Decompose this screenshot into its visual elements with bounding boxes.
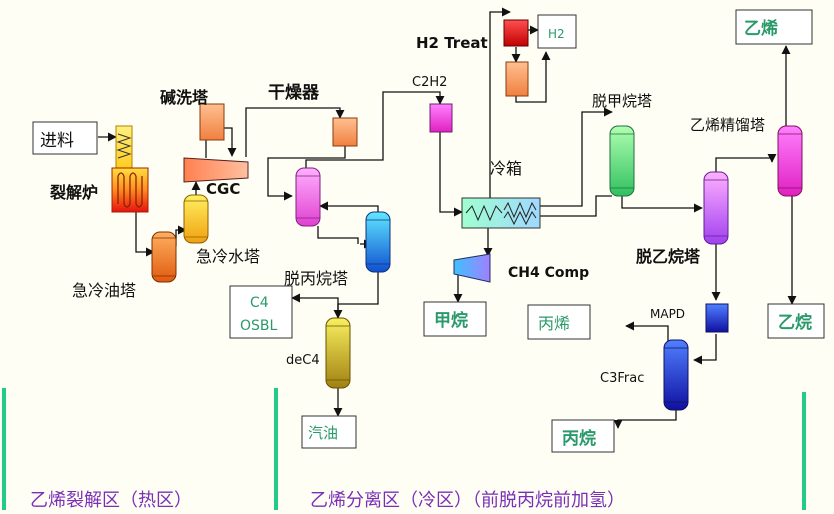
cracking-furnace-label: 裂解炉 bbox=[49, 183, 98, 202]
caustic-tower-label: 碱洗塔 bbox=[160, 88, 209, 107]
dec4-label: deC4 bbox=[286, 353, 320, 368]
methane-box bbox=[423, 301, 487, 337]
c3-frac-tower bbox=[663, 339, 689, 411]
cgc-compressor bbox=[183, 157, 249, 183]
methane-label: 甲烷 bbox=[434, 310, 468, 331]
depropanizer-tower-2 bbox=[365, 211, 391, 273]
quench-oil-tower-label: 急冷油塔 bbox=[72, 281, 136, 300]
c4-osbl-line2: OSBL bbox=[240, 318, 278, 334]
gasoline-box bbox=[301, 415, 357, 449]
quench-water-tower bbox=[183, 194, 209, 244]
ethylene-fractionator-tower bbox=[777, 125, 803, 197]
c2h2-reactor bbox=[429, 103, 453, 133]
propylene-box bbox=[527, 304, 591, 340]
mapd-label: MAPD bbox=[650, 307, 685, 321]
c3frac-label: C3Frac bbox=[600, 371, 644, 386]
ethane-box bbox=[767, 303, 825, 339]
feed-box bbox=[32, 121, 98, 155]
propane-label: 丙烷 bbox=[562, 428, 596, 449]
demethanizer-tower bbox=[609, 125, 635, 197]
ethylene-fractionator-label: 乙烯精馏塔 bbox=[690, 116, 765, 134]
c2h2-label: C2H2 bbox=[412, 75, 447, 90]
ch4-comp-label: CH4 Comp bbox=[508, 265, 589, 281]
h2-treat-vessel-1 bbox=[503, 19, 529, 47]
depropanizer-label: 脱丙烷塔 bbox=[284, 269, 348, 288]
depropanizer-tower-1 bbox=[295, 167, 321, 227]
c4-osbl-line1: C4 bbox=[250, 295, 269, 311]
cold-box-label: 冷箱 bbox=[490, 159, 522, 178]
ethylene-label: 乙烯 bbox=[744, 18, 778, 39]
gasoline-label: 汽油 bbox=[308, 424, 338, 442]
deethanizer-label: 脱乙烷塔 bbox=[636, 247, 701, 266]
dryer-label: 干燥器 bbox=[268, 83, 320, 103]
h2-label: H2 bbox=[548, 27, 565, 41]
hot-zone-label: 乙烯裂解区（热区） bbox=[30, 490, 192, 511]
ch4-compressor bbox=[453, 253, 491, 283]
cracking-furnace bbox=[111, 125, 149, 213]
h2-box bbox=[537, 14, 577, 49]
ethane-label: 乙烷 bbox=[778, 312, 812, 333]
h2-treat-label: H2 Treat bbox=[416, 34, 488, 52]
dec4-tower bbox=[325, 317, 351, 389]
propane-box bbox=[551, 419, 615, 453]
deethanizer-tower bbox=[703, 171, 729, 245]
dryer-vessel bbox=[332, 117, 358, 147]
cold-box bbox=[461, 197, 541, 229]
propylene-label: 丙烯 bbox=[538, 314, 570, 333]
quench-water-tower-label: 急冷水塔 bbox=[196, 247, 260, 266]
cold-zone-label: 乙烯分离区（冷区）（前脱丙烷前加氢） bbox=[310, 490, 625, 511]
quench-oil-tower bbox=[151, 231, 177, 283]
cgc-label: CGC bbox=[206, 180, 240, 198]
caustic-tower bbox=[199, 103, 225, 141]
h2-treat-vessel-2 bbox=[505, 61, 529, 97]
c4-osbl-box bbox=[229, 285, 293, 339]
ethylene-box bbox=[735, 9, 813, 45]
feed-label: 进料 bbox=[40, 131, 74, 151]
demethanizer-label: 脱甲烷塔 bbox=[592, 92, 652, 110]
mapd-reactor bbox=[705, 303, 729, 333]
